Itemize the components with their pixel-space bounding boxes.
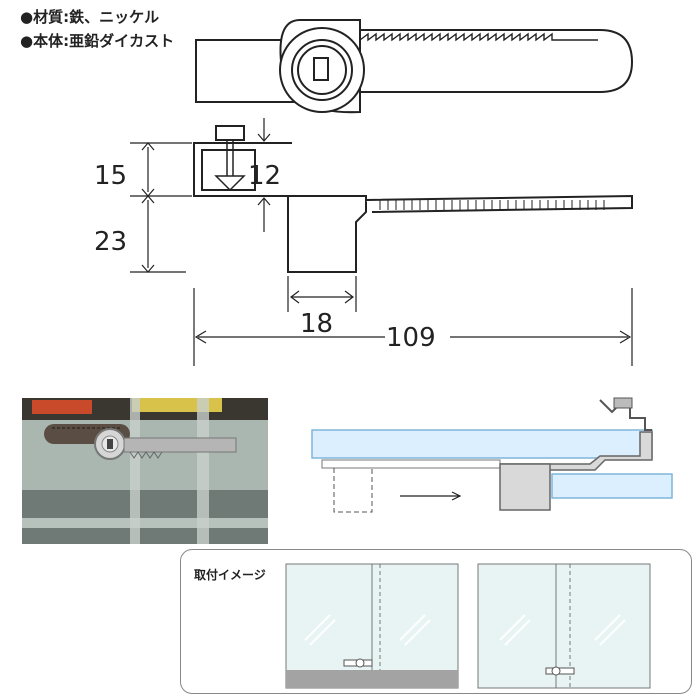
dim-23: 23	[94, 227, 127, 257]
clamp-screw	[226, 140, 234, 176]
side-view-clamp	[193, 142, 292, 197]
side-view-lock-body	[287, 195, 367, 273]
spec-material: ●材質:鉄、ニッケル	[20, 8, 160, 26]
side-view	[193, 125, 633, 273]
spec-body: ●本体:亜鉛ダイカスト	[20, 32, 175, 50]
lock-block	[499, 463, 551, 511]
install-lock-cylinder-left	[355, 658, 365, 668]
technical-drawing: 15 12 23 18 109	[94, 19, 634, 366]
side-view-bar-teeth	[379, 200, 605, 210]
slide-direction-arrow	[400, 491, 462, 501]
install-window-right	[477, 563, 651, 689]
lock-ghost-outline	[333, 468, 373, 513]
glass-pane-front	[311, 429, 653, 459]
dim-109: 109	[386, 323, 436, 353]
top-view-ratchet-bar	[354, 29, 634, 93]
dimension-lines	[130, 118, 633, 366]
side-view-bar	[365, 194, 633, 213]
keyhole	[313, 57, 329, 81]
lock-cylinder-mid	[291, 39, 353, 101]
top-view-serrated-edge	[359, 32, 598, 42]
clamp-arrow	[214, 175, 246, 192]
dim-15: 15	[94, 161, 127, 191]
install-window-left	[285, 563, 459, 689]
install-image-panel	[180, 549, 692, 694]
clamp-knob-small	[613, 397, 633, 409]
product-photo	[22, 398, 268, 544]
glass-pane-back	[551, 473, 673, 499]
cross-section-diagram	[311, 397, 673, 513]
install-lock-cylinder-right	[551, 666, 561, 676]
lock-cylinder-inner	[297, 45, 347, 95]
install-title: 取付イメージ	[194, 568, 266, 582]
top-view	[195, 19, 634, 114]
clamp-knob	[215, 125, 245, 141]
dim-18: 18	[300, 309, 333, 339]
dim-12: 12	[248, 161, 281, 191]
lock-hook	[599, 399, 652, 431]
